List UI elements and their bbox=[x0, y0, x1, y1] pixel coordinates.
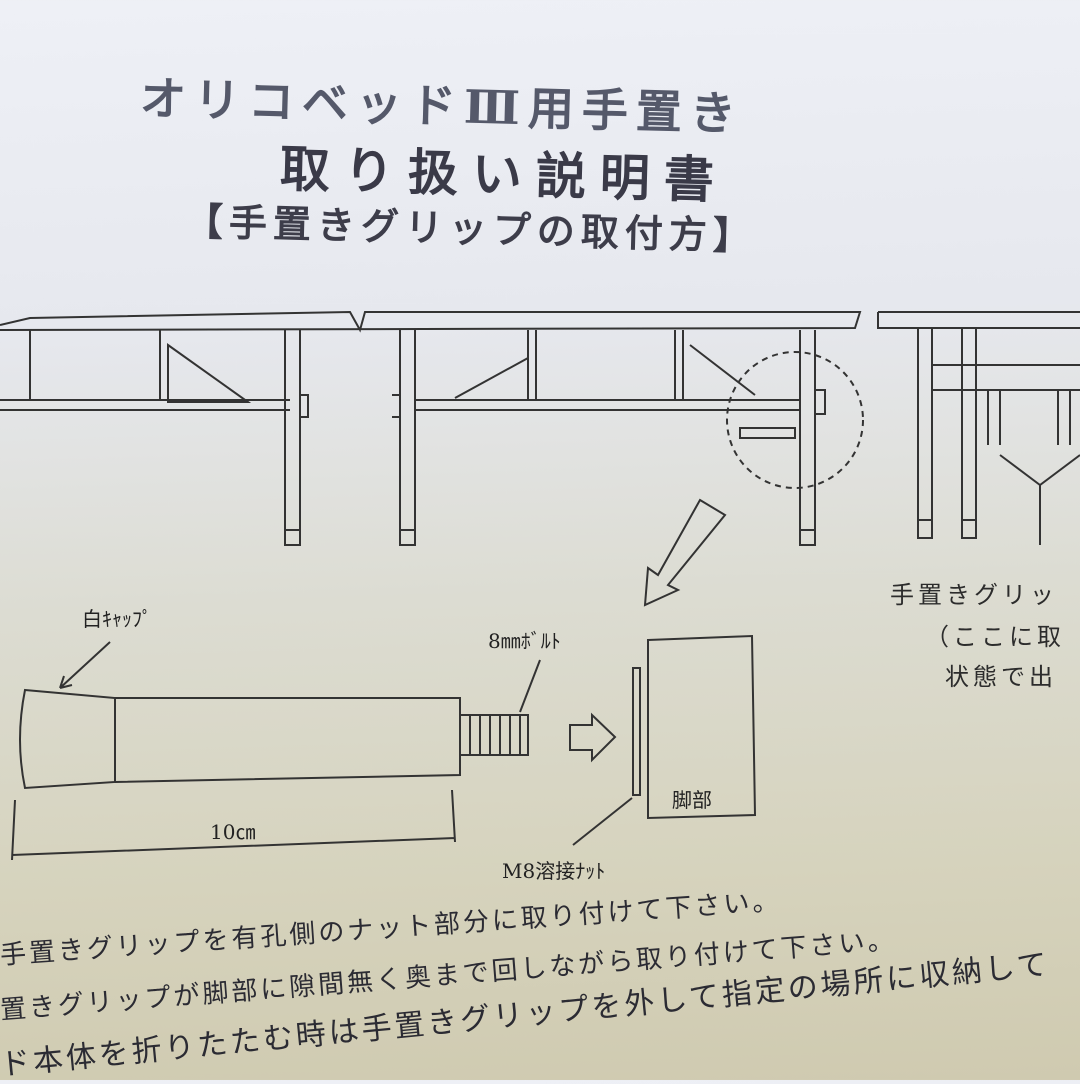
side-note-3: 状態で出 bbox=[945, 663, 1057, 691]
grip-diagram bbox=[11, 634, 757, 861]
bed-frame bbox=[0, 310, 1080, 607]
side-note-2: （ここに取 bbox=[925, 623, 1065, 651]
side-note-1: 手置きグリッ bbox=[890, 581, 1058, 609]
leg-label: 脚部 bbox=[672, 788, 712, 812]
nut-label: M8溶接ﾅｯﾄ bbox=[502, 859, 606, 883]
length-label: 10㎝ bbox=[210, 820, 256, 844]
cap-label: 白ｷｬｯﾌﾟ bbox=[82, 607, 152, 631]
bolt-label: 8㎜ﾎﾞﾙﾄ bbox=[488, 629, 561, 653]
